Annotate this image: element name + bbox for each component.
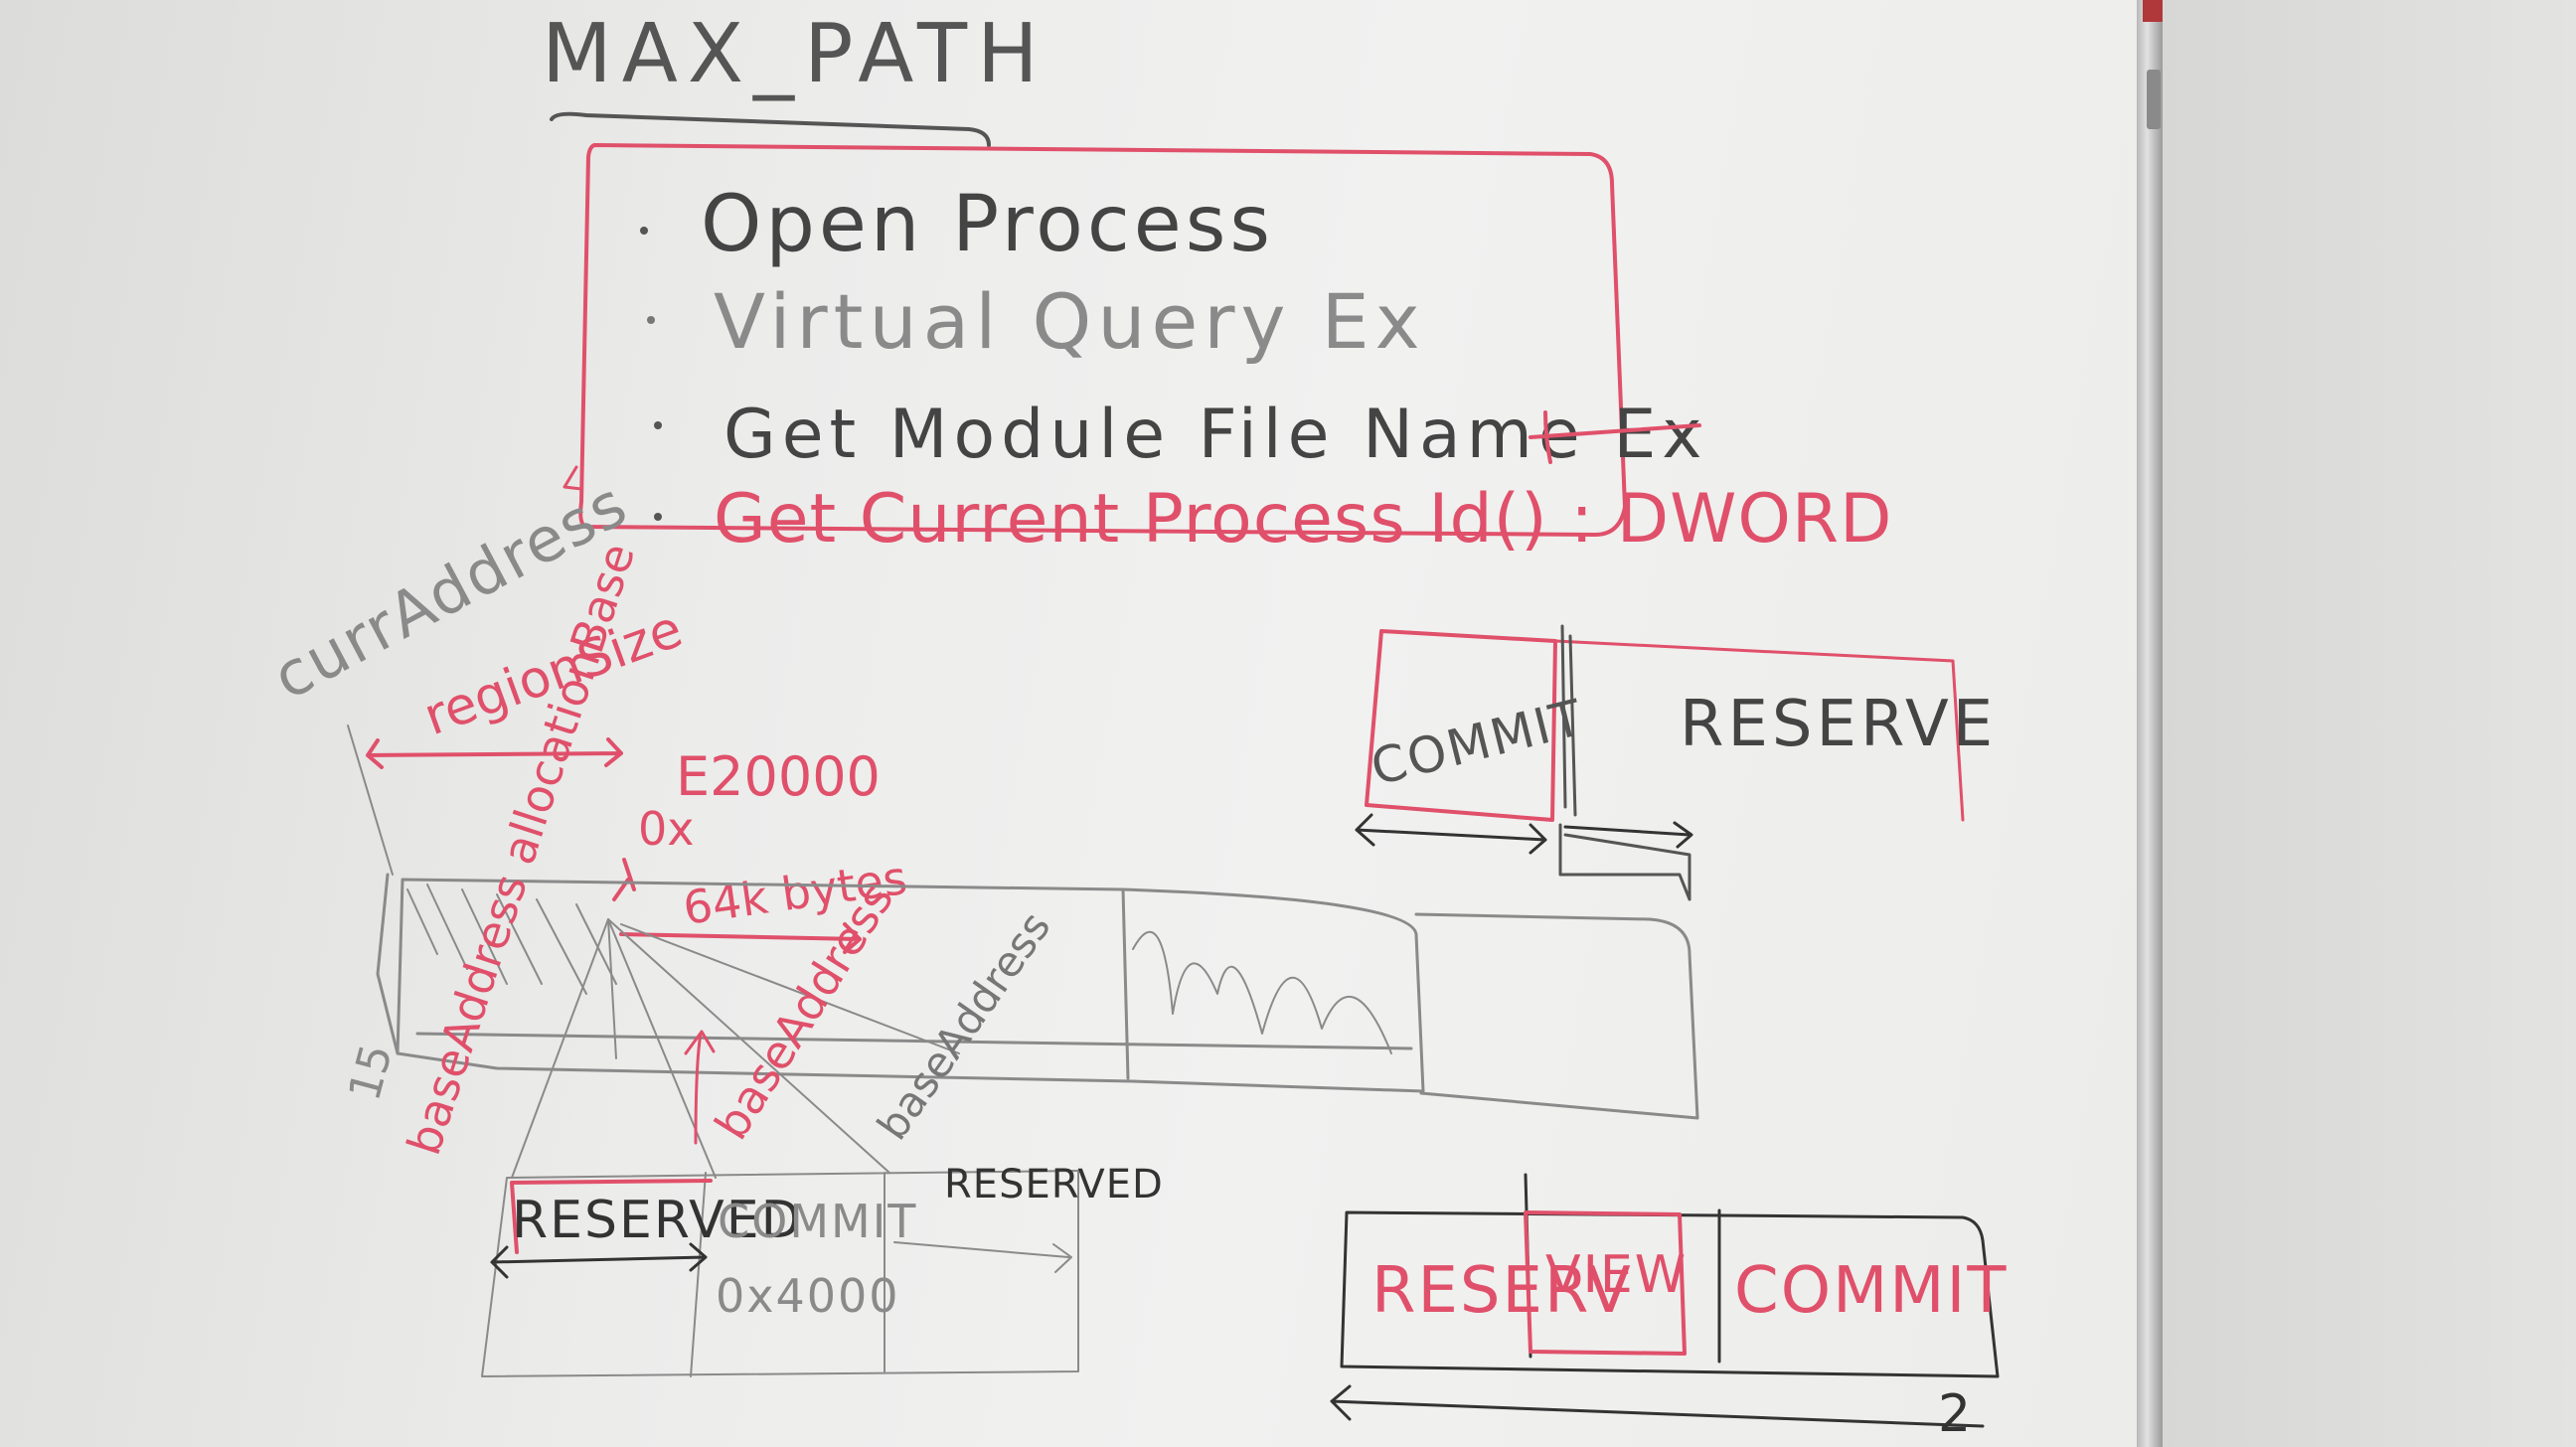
api-item-virtual-query: Virtual Query Ex bbox=[714, 277, 1426, 366]
reserve-top-label: RESERVE bbox=[1680, 688, 1997, 761]
title-underline bbox=[550, 111, 991, 147]
reserved-small-label: RESERVED bbox=[944, 1162, 1164, 1207]
commit-reserve-divider bbox=[1560, 624, 1577, 817]
address-e20000-label: E20000 bbox=[676, 745, 881, 808]
bottom-right-arrow bbox=[1330, 1384, 1985, 1428]
addr-0x4000-label: 0x4000 bbox=[716, 1269, 900, 1323]
curr-address-red-tick bbox=[563, 465, 583, 491]
reserved-br-label: RESERV bbox=[1371, 1254, 1633, 1328]
commit-top-box bbox=[1365, 629, 1557, 822]
bullet-3 bbox=[654, 421, 662, 429]
view-br-label: VIEW bbox=[1545, 1245, 1688, 1305]
bullet-2 bbox=[647, 316, 655, 324]
memory-grid bbox=[376, 873, 1699, 1120]
size-64k-arrow bbox=[619, 922, 862, 954]
hatched-region-right bbox=[1132, 930, 1392, 1054]
whiteboard-surface bbox=[0, 0, 2137, 1447]
address-0x-label: 0x bbox=[638, 802, 695, 856]
reserve-top-arrow bbox=[1558, 823, 1691, 901]
bottom-right-box bbox=[1340, 1210, 2000, 1378]
api-list-box bbox=[578, 143, 1627, 537]
hatched-region-left bbox=[406, 884, 617, 995]
base-address-pointer bbox=[612, 858, 636, 901]
bullet-4 bbox=[654, 513, 662, 521]
title-text: MAX_PATH bbox=[542, 7, 1048, 101]
api-item-get-current-process-id: Get Current Process Id() : DWORD bbox=[714, 480, 1893, 559]
reserved-bottom-arrow bbox=[490, 1242, 708, 1279]
bottom-region-box bbox=[481, 1170, 1079, 1377]
wall-background bbox=[2163, 0, 2576, 1447]
reserve-top-arrow-head bbox=[1563, 821, 1693, 849]
marker-2-label: 2 bbox=[1938, 1384, 1971, 1444]
marker-15-label: 15 bbox=[339, 1040, 402, 1106]
region-size-arrow bbox=[366, 737, 623, 769]
mapping-lines bbox=[511, 918, 960, 1179]
api-item-open-process: Open Process bbox=[701, 180, 1274, 269]
api-item-3-arrow-mark bbox=[1529, 410, 1701, 464]
base-address-pencil-label: baseAddress bbox=[868, 903, 1060, 1149]
commit-top-label: COMMIT bbox=[1366, 689, 1589, 797]
commit-br-label: COMMIT bbox=[1734, 1254, 2008, 1328]
reserved-bottom-red-border bbox=[510, 1179, 713, 1254]
base-address-red-arrow bbox=[684, 1030, 716, 1145]
whiteboard-frame bbox=[2137, 0, 2163, 1447]
frame-clip bbox=[2147, 70, 2161, 129]
commit-bottom-label: COMMIT bbox=[718, 1195, 917, 1248]
commit-top-arrow bbox=[1355, 813, 1547, 855]
reserved-bottom-label: RESERVED bbox=[512, 1191, 803, 1250]
reserved-small-arrow bbox=[893, 1241, 1072, 1273]
view-region-box bbox=[1524, 1210, 1687, 1356]
reserve-top-box bbox=[1553, 639, 1965, 822]
region-size-pencil-line bbox=[347, 724, 394, 876]
bullet-1 bbox=[640, 227, 648, 235]
